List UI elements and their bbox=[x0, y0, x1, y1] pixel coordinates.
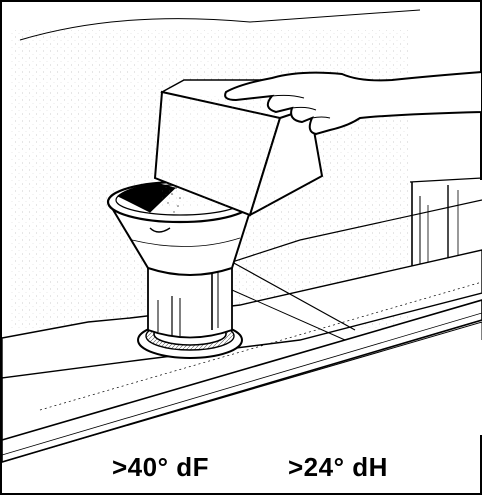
regeneration-salt-pack-icon bbox=[153, 79, 324, 218]
water-hardness-dh-label: >24° dH bbox=[288, 452, 388, 482]
door-edge bbox=[1, 281, 482, 464]
water-hardness-df-label: >40° dF bbox=[112, 452, 209, 482]
hand-icon bbox=[224, 70, 482, 136]
